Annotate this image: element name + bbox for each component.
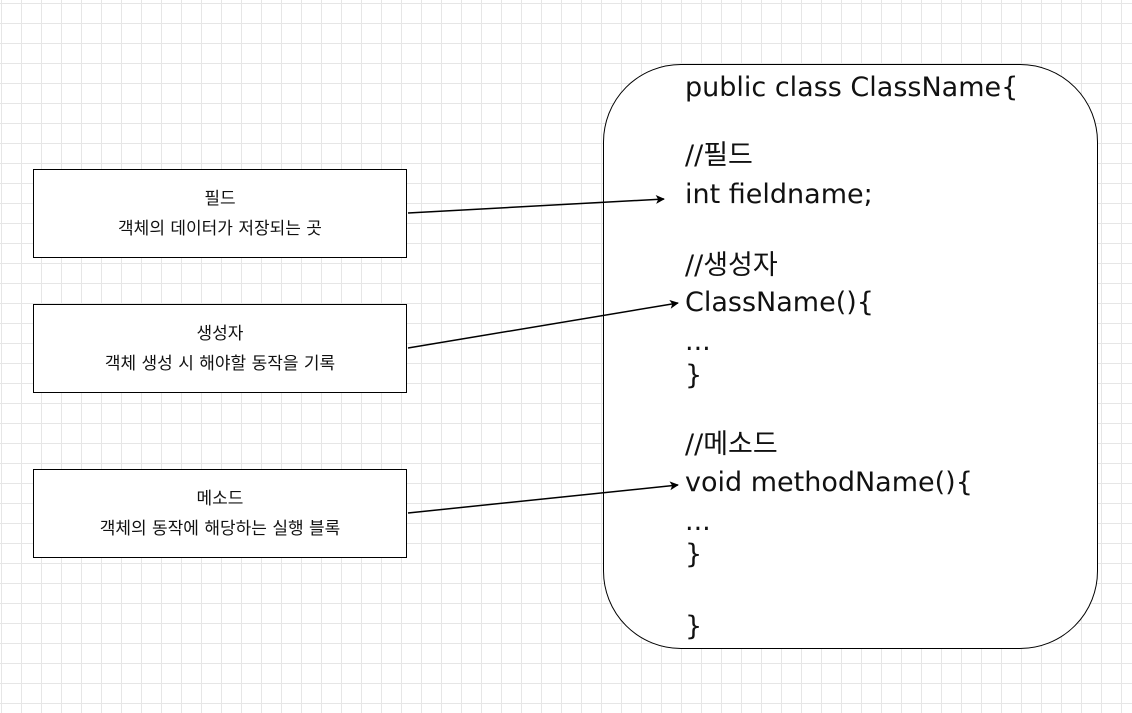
code-line-field-declaration: int fieldname; [685, 179, 873, 210]
constructor-box: 생성자 객체 생성 시 해야할 동작을 기록 [33, 304, 407, 393]
code-line-method-comment: //메소드 [685, 429, 778, 460]
code-line-constructor-close: } [685, 360, 703, 391]
code-line-class-declaration: public class ClassName{ [685, 72, 1019, 103]
method-description: 객체의 동작에 해당하는 실행 블록 [99, 518, 341, 539]
method-title: 메소드 [196, 488, 244, 509]
class-code-panel [603, 64, 1098, 649]
code-line-method-body: ... [685, 506, 711, 537]
field-title: 필드 [204, 188, 236, 209]
code-line-class-close: } [685, 611, 703, 642]
field-box: 필드 객체의 데이터가 저장되는 곳 [33, 169, 407, 258]
code-line-constructor-comment: //생성자 [685, 250, 778, 281]
constructor-description: 객체 생성 시 해야할 동작을 기록 [104, 353, 336, 374]
code-line-method-signature: void methodName(){ [685, 467, 973, 498]
code-line-constructor-signature: ClassName(){ [685, 287, 874, 318]
constructor-title: 생성자 [196, 323, 244, 344]
code-line-field-comment: //필드 [685, 140, 753, 171]
code-line-method-close: } [685, 539, 703, 570]
method-box: 메소드 객체의 동작에 해당하는 실행 블록 [33, 469, 407, 558]
field-description: 객체의 데이터가 저장되는 곳 [118, 218, 322, 239]
code-line-constructor-body: ... [685, 326, 711, 357]
